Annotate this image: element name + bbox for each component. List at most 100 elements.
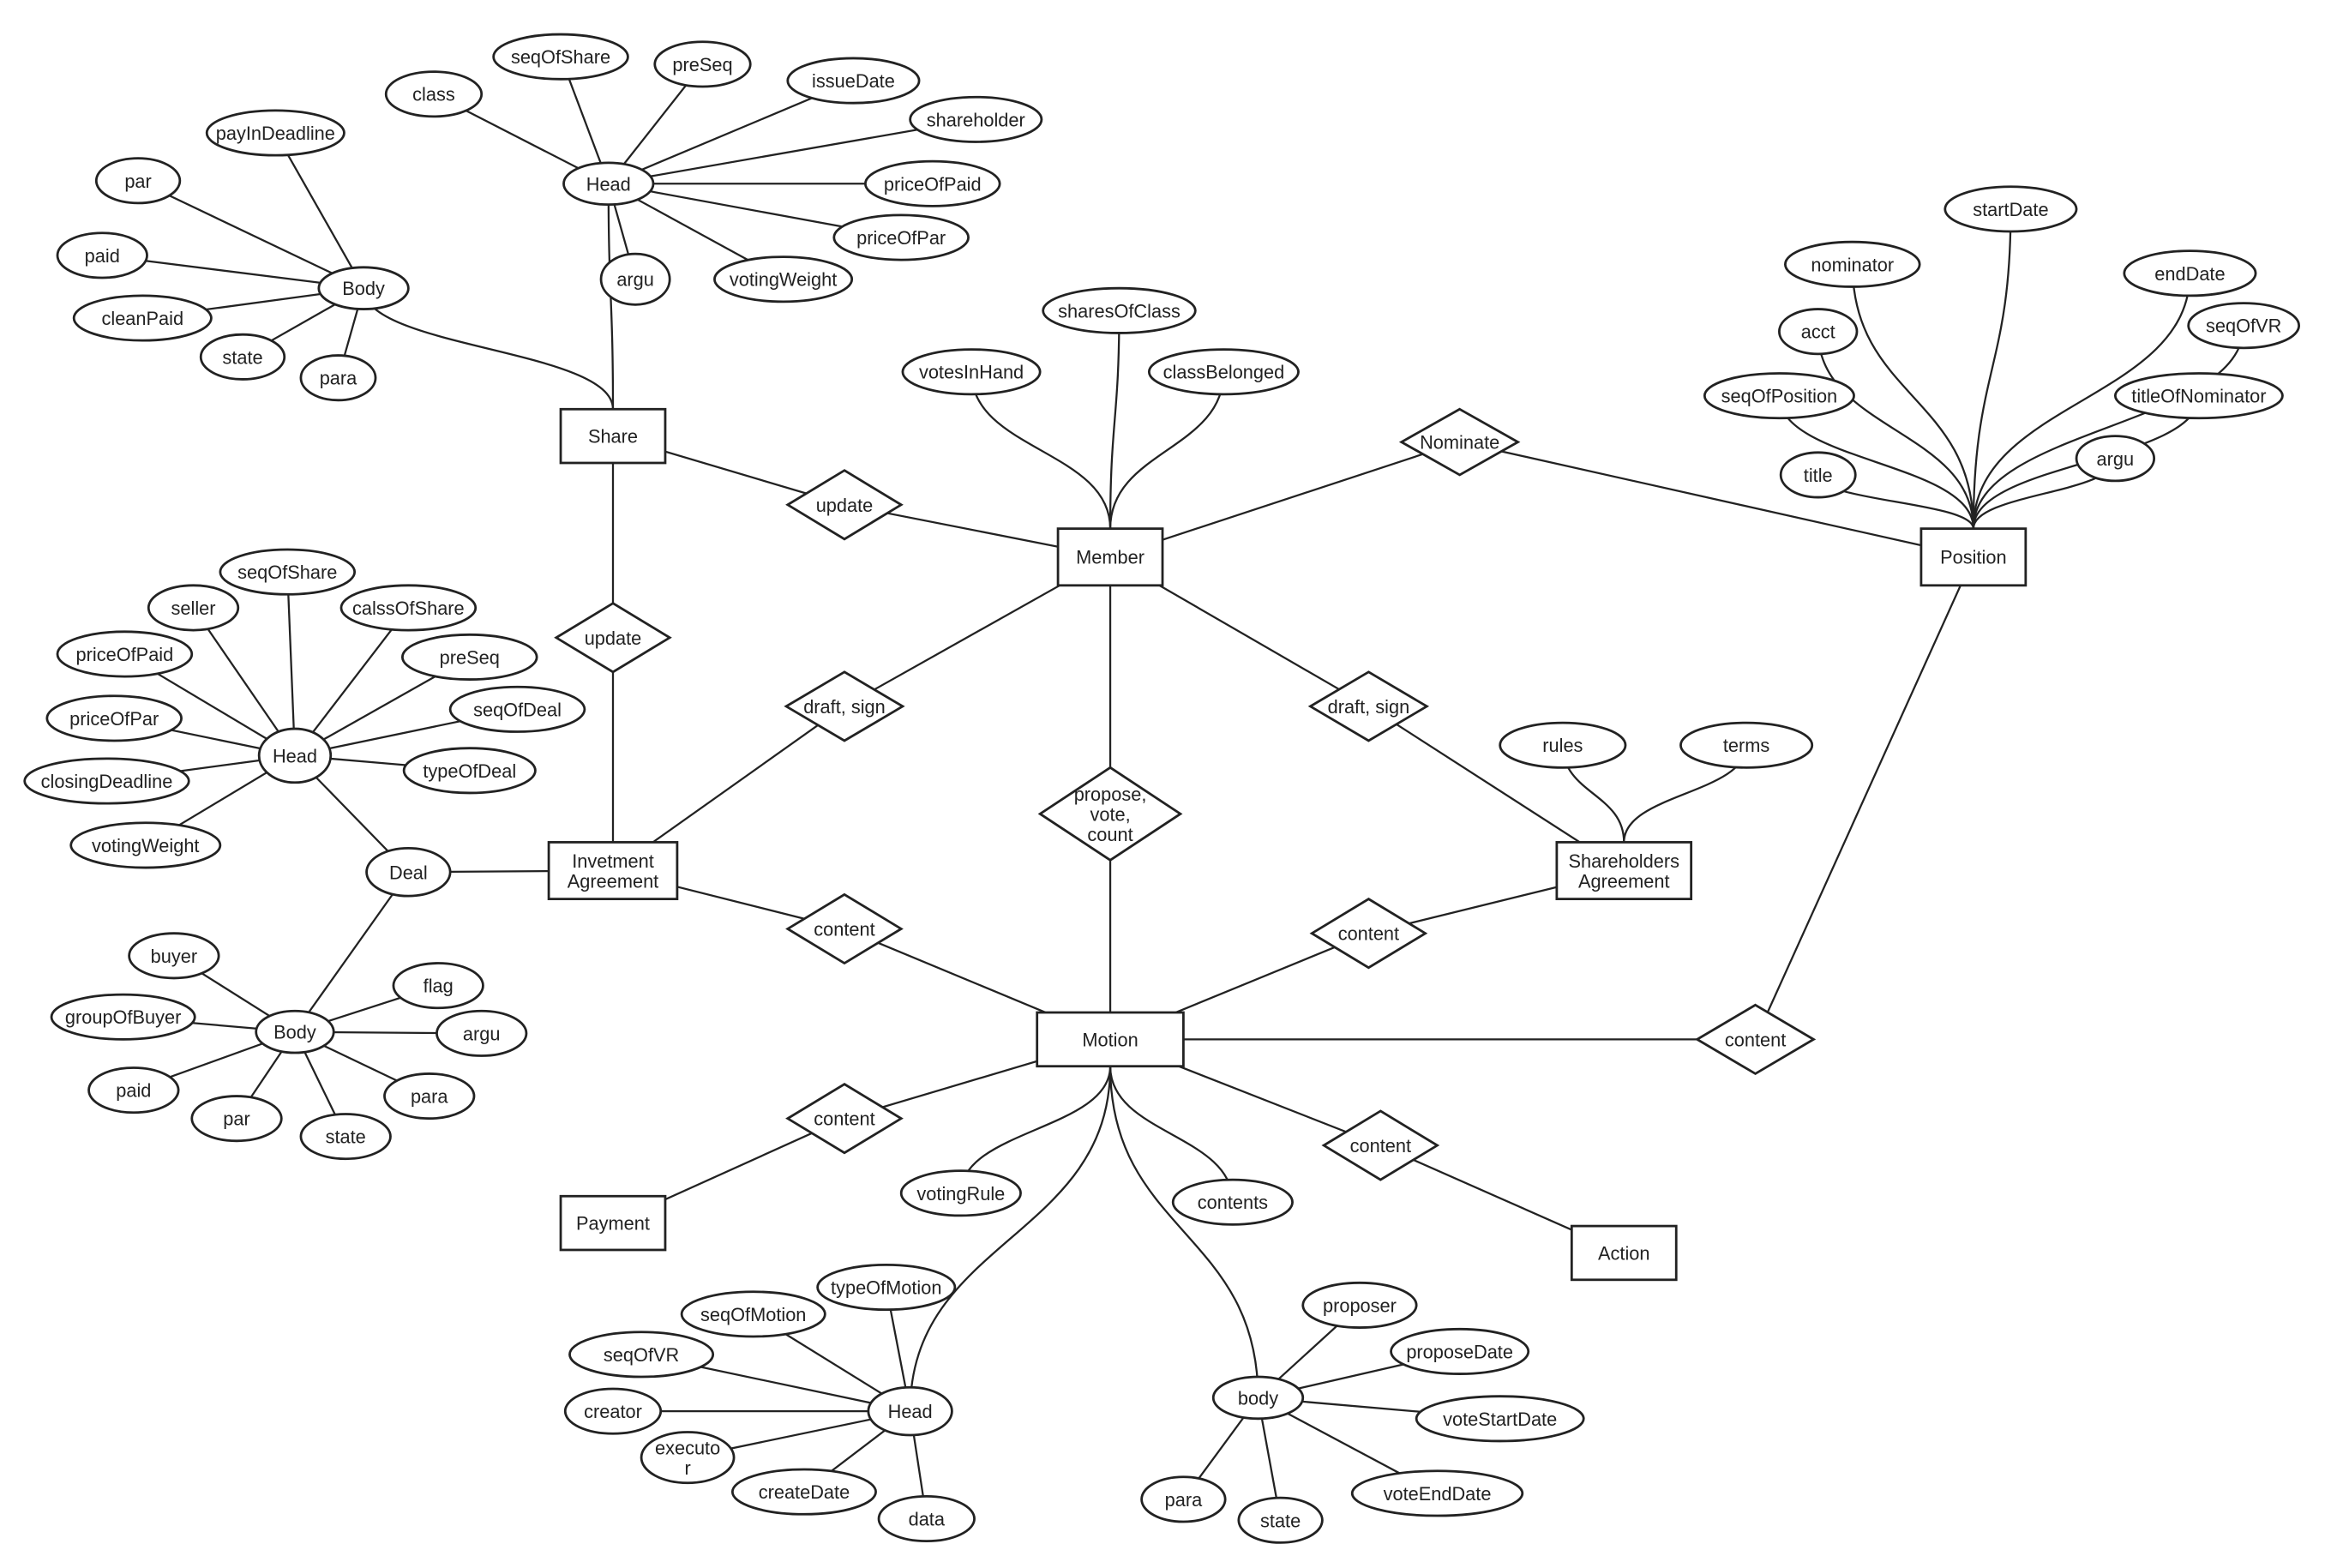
- attribute-sh_class[interactable]: class: [384, 70, 484, 118]
- relationship-r_content2[interactable]: content: [1309, 897, 1428, 970]
- attribute-sh_votingWeight[interactable]: votingWeight: [713, 255, 854, 303]
- attribute-sb_cleanPaid[interactable]: cleanPaid: [72, 294, 213, 342]
- attribute-shape: [1042, 286, 1197, 334]
- relationship-r_nominate[interactable]: Nominate: [1398, 407, 1521, 477]
- attribute-sb_paid[interactable]: paid: [56, 231, 148, 279]
- entity-position[interactable]: Position: [1919, 527, 2028, 587]
- attribute-p_startDate[interactable]: startDate: [1944, 185, 2078, 233]
- relationship-r_draft1[interactable]: draft, sign: [784, 670, 905, 742]
- attribute-p_nominator[interactable]: nominator: [1783, 240, 1921, 288]
- attribute-p_argu[interactable]: argu: [2075, 435, 2156, 483]
- attribute-sb_para[interactable]: para: [299, 354, 377, 402]
- attribute-p_titleOfNominator[interactable]: titleOfNominator: [2113, 372, 2284, 420]
- attribute-p_seqOfPosition[interactable]: seqOfPosition: [1703, 372, 1855, 420]
- attribute-db_para[interactable]: para: [383, 1072, 476, 1120]
- attribute-db_buyer[interactable]: buyer: [128, 932, 220, 980]
- relationship-r_content5[interactable]: content: [1321, 1109, 1440, 1181]
- entity-member[interactable]: Member: [1056, 527, 1164, 587]
- attribute-mb_voteEndDate[interactable]: voteEndDate: [1350, 1469, 1524, 1517]
- attribute-deal[interactable]: Deal: [365, 847, 452, 898]
- attribute-dh_typeOfDeal[interactable]: typeOfDeal: [402, 747, 537, 795]
- attribute-m_votesInHand[interactable]: votesInHand: [901, 348, 1042, 396]
- attribute-dh_votingWeight[interactable]: votingWeight: [69, 821, 222, 869]
- label-line: title: [1804, 464, 1833, 485]
- attribute-mb_proposeDate[interactable]: proposeDate: [1390, 1327, 1530, 1375]
- relationship-r_update2[interactable]: update: [554, 602, 672, 674]
- attribute-mb_proposer[interactable]: proposer: [1301, 1281, 1418, 1329]
- label-line: para: [320, 367, 357, 388]
- attribute-dh_calssOfShare[interactable]: calssOfShare: [339, 584, 478, 632]
- attribute-sh_head[interactable]: Head: [562, 161, 655, 207]
- attribute-mh_createDate[interactable]: createDate: [730, 1468, 877, 1516]
- attribute-dh_seqOfDeal[interactable]: seqOfDeal: [448, 685, 586, 733]
- attribute-s_rules[interactable]: rules: [1499, 721, 1627, 769]
- attribute-sh_priceOfPar[interactable]: priceOfPar: [832, 213, 970, 261]
- entity-payment[interactable]: Payment: [559, 1194, 667, 1252]
- relationship-r_pvc[interactable]: propose,vote,count: [1037, 766, 1183, 862]
- label-line: typeOfMotion: [831, 1277, 941, 1298]
- label-line: content: [1338, 922, 1399, 944]
- attribute-mo_votingRule[interactable]: votingRule: [899, 1169, 1022, 1217]
- attribute-dh_closingDeadline[interactable]: closingDeadline: [23, 757, 190, 805]
- attribute-mh_head[interactable]: Head: [867, 1385, 953, 1437]
- attribute-p_title[interactable]: title: [1779, 451, 1857, 499]
- attribute-db_groupOfBuyer[interactable]: groupOfBuyer: [50, 993, 196, 1041]
- attribute-sh_preSeq[interactable]: preSeq: [653, 40, 752, 88]
- attribute-shape: [299, 354, 377, 402]
- attribute-db_argu[interactable]: argu: [436, 1009, 528, 1057]
- attribute-sh_shareholder[interactable]: shareholder: [909, 95, 1043, 143]
- attribute-db_paid[interactable]: paid: [87, 1066, 180, 1114]
- attribute-sh_issueDate[interactable]: issueDate: [786, 57, 921, 105]
- attribute-mb_para[interactable]: para: [1140, 1475, 1227, 1523]
- attribute-dh_priceOfPaid[interactable]: priceOfPaid: [56, 630, 194, 678]
- attribute-sb_state[interactable]: state: [199, 333, 286, 381]
- attribute-m_classBelonged[interactable]: classBelonged: [1147, 348, 1300, 396]
- attribute-sb_payInDeadline[interactable]: payInDeadline: [205, 109, 345, 157]
- attribute-s_terms[interactable]: terms: [1679, 721, 1814, 769]
- entity-share[interactable]: Share: [559, 407, 667, 465]
- attribute-label: seqOfVR: [2206, 315, 2281, 336]
- entity-action[interactable]: Action: [1570, 1224, 1678, 1282]
- relationship-r_content4[interactable]: content: [785, 1082, 904, 1155]
- attribute-dh_seller[interactable]: seller: [147, 584, 240, 632]
- attribute-db_par[interactable]: par: [190, 1095, 283, 1143]
- attribute-p_endDate[interactable]: endDate: [2123, 249, 2257, 297]
- attribute-mo_contents[interactable]: contents: [1171, 1178, 1294, 1226]
- attribute-sb_par[interactable]: par: [94, 157, 182, 205]
- attribute-p_acct[interactable]: acct: [1778, 308, 1859, 356]
- relationship-r_content3[interactable]: content: [1694, 1003, 1817, 1076]
- attribute-sh_argu[interactable]: argu: [599, 252, 671, 306]
- relationship-label: draft, sign: [803, 695, 886, 717]
- attribute-m_sharesOfClass[interactable]: sharesOfClass: [1042, 286, 1197, 334]
- attribute-sh_priceOfPaid[interactable]: priceOfPaid: [863, 159, 1001, 207]
- attribute-p_seqOfVR[interactable]: seqOfVR: [2187, 302, 2300, 350]
- attribute-sh_seqOfShare[interactable]: seqOfShare: [492, 33, 629, 81]
- attribute-mh_seqOfVR[interactable]: seqOfVR: [568, 1331, 715, 1379]
- attribute-shape: [205, 109, 345, 157]
- attribute-mh_data[interactable]: data: [877, 1494, 976, 1543]
- attribute-dh_head[interactable]: Head: [257, 727, 333, 784]
- label-line: data: [909, 1508, 946, 1529]
- attribute-mh_creator[interactable]: creator: [563, 1387, 663, 1435]
- attribute-mb_state[interactable]: state: [1237, 1496, 1324, 1544]
- entity-motion[interactable]: Motion: [1036, 1011, 1185, 1068]
- attribute-db_flag[interactable]: flag: [392, 962, 484, 1010]
- attribute-mb_body[interactable]: body: [1211, 1375, 1305, 1421]
- attribute-mh_seqOfMotion[interactable]: seqOfMotion: [680, 1290, 826, 1338]
- relationship-r_draft2[interactable]: draft, sign: [1307, 670, 1430, 742]
- relationship-r_update1[interactable]: update: [785, 469, 904, 541]
- relationship-r_content1[interactable]: content: [785, 892, 904, 965]
- attribute-db_state[interactable]: state: [299, 1113, 392, 1161]
- attribute-db_body[interactable]: Body: [255, 1009, 335, 1054]
- attribute-mb_voteStartDate[interactable]: voteStartDate: [1415, 1395, 1585, 1443]
- attribute-dh_seqOfShare[interactable]: seqOfShare: [219, 548, 357, 596]
- attribute-mh_typeOfMotion[interactable]: typeOfMotion: [816, 1263, 957, 1312]
- attribute-dh_priceOfPar[interactable]: priceOfPar: [45, 694, 183, 742]
- label-line: issueDate: [812, 70, 895, 92]
- entity-shape: [559, 1194, 667, 1252]
- attribute-dh_preSeq[interactable]: preSeq: [400, 633, 538, 681]
- attribute-sb_body[interactable]: Body: [317, 266, 410, 310]
